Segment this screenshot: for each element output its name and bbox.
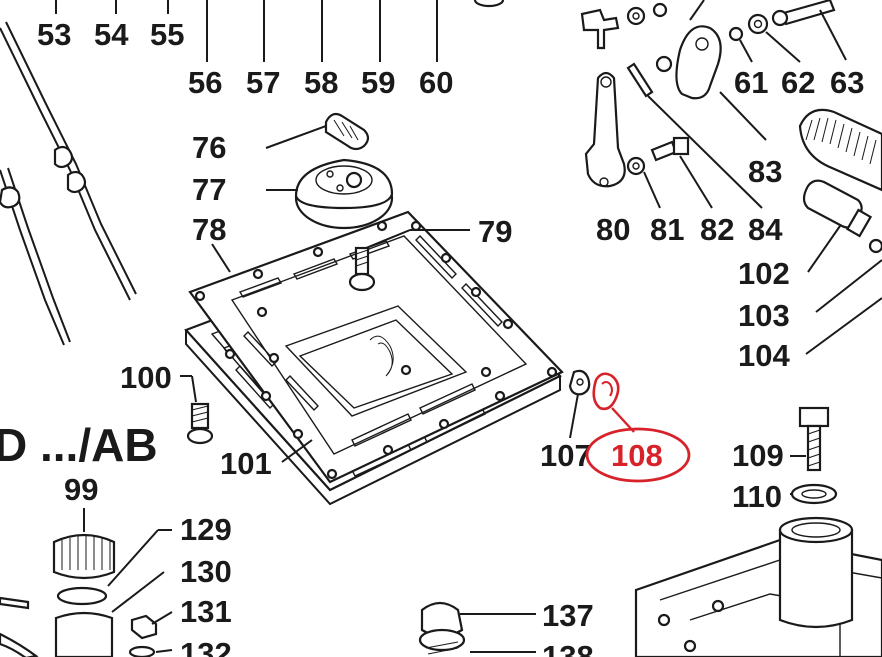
label-84: 84 <box>748 212 783 247</box>
label-138: 138 <box>542 639 594 657</box>
label-108: 108 <box>611 438 663 473</box>
label-78: 78 <box>192 212 226 247</box>
label-104: 104 <box>738 338 790 373</box>
label-102: 102 <box>738 256 790 291</box>
drain-washer-107: 107 <box>540 369 592 473</box>
label-80: 80 <box>596 212 630 247</box>
label-62: 62 <box>781 65 815 100</box>
label-56: 56 <box>188 65 222 100</box>
bottom-right-assembly: 109 110 <box>634 406 882 657</box>
label-129: 129 <box>180 512 232 547</box>
label-58: 58 <box>304 65 338 100</box>
top-labels: 53 54 55 56 57 58 59 60 <box>37 0 505 100</box>
bottom-left-assembly: 99 129 130 131 132 <box>0 472 232 657</box>
label-82: 82 <box>700 212 734 247</box>
label-101: 101 <box>220 446 272 481</box>
label-137: 137 <box>542 598 594 633</box>
drain-plug-100: 100 <box>120 360 214 445</box>
sump-assembly: 79 78 101 <box>184 210 564 506</box>
label-60: 60 <box>419 65 453 100</box>
label-99: 99 <box>64 472 98 507</box>
label-109: 109 <box>732 438 784 473</box>
label-53: 53 <box>37 17 71 52</box>
label-63: 63 <box>830 65 864 100</box>
label-77: 77 <box>192 172 226 207</box>
filter-assembly-right: 102 103 104 <box>738 108 882 373</box>
bottom-center-assembly: 137 138 <box>418 598 594 657</box>
label-61: 61 <box>734 65 768 100</box>
label-59: 59 <box>361 65 395 100</box>
label-130: 130 <box>180 554 232 589</box>
linkage-assembly-right: 61 62 63 80 81 82 84 83 <box>580 0 864 247</box>
label-79: 79 <box>478 214 512 249</box>
label-76: 76 <box>192 130 226 165</box>
label-55: 55 <box>150 17 184 52</box>
push-rod-assembly-left <box>0 21 137 346</box>
label-57: 57 <box>246 65 280 100</box>
label-54: 54 <box>94 17 129 52</box>
label-110: 110 <box>732 479 782 514</box>
label-81: 81 <box>650 212 684 247</box>
label-131: 131 <box>180 594 232 629</box>
filler-cap-assembly: 76 77 <box>192 112 394 230</box>
variant-label: D .../AB <box>0 419 158 471</box>
label-107: 107 <box>540 438 592 473</box>
label-132: 132 <box>180 636 232 657</box>
label-83: 83 <box>748 154 782 189</box>
label-100: 100 <box>120 360 172 395</box>
label-103: 103 <box>738 298 790 333</box>
highlighted-part-108[interactable]: 108 <box>585 372 691 483</box>
